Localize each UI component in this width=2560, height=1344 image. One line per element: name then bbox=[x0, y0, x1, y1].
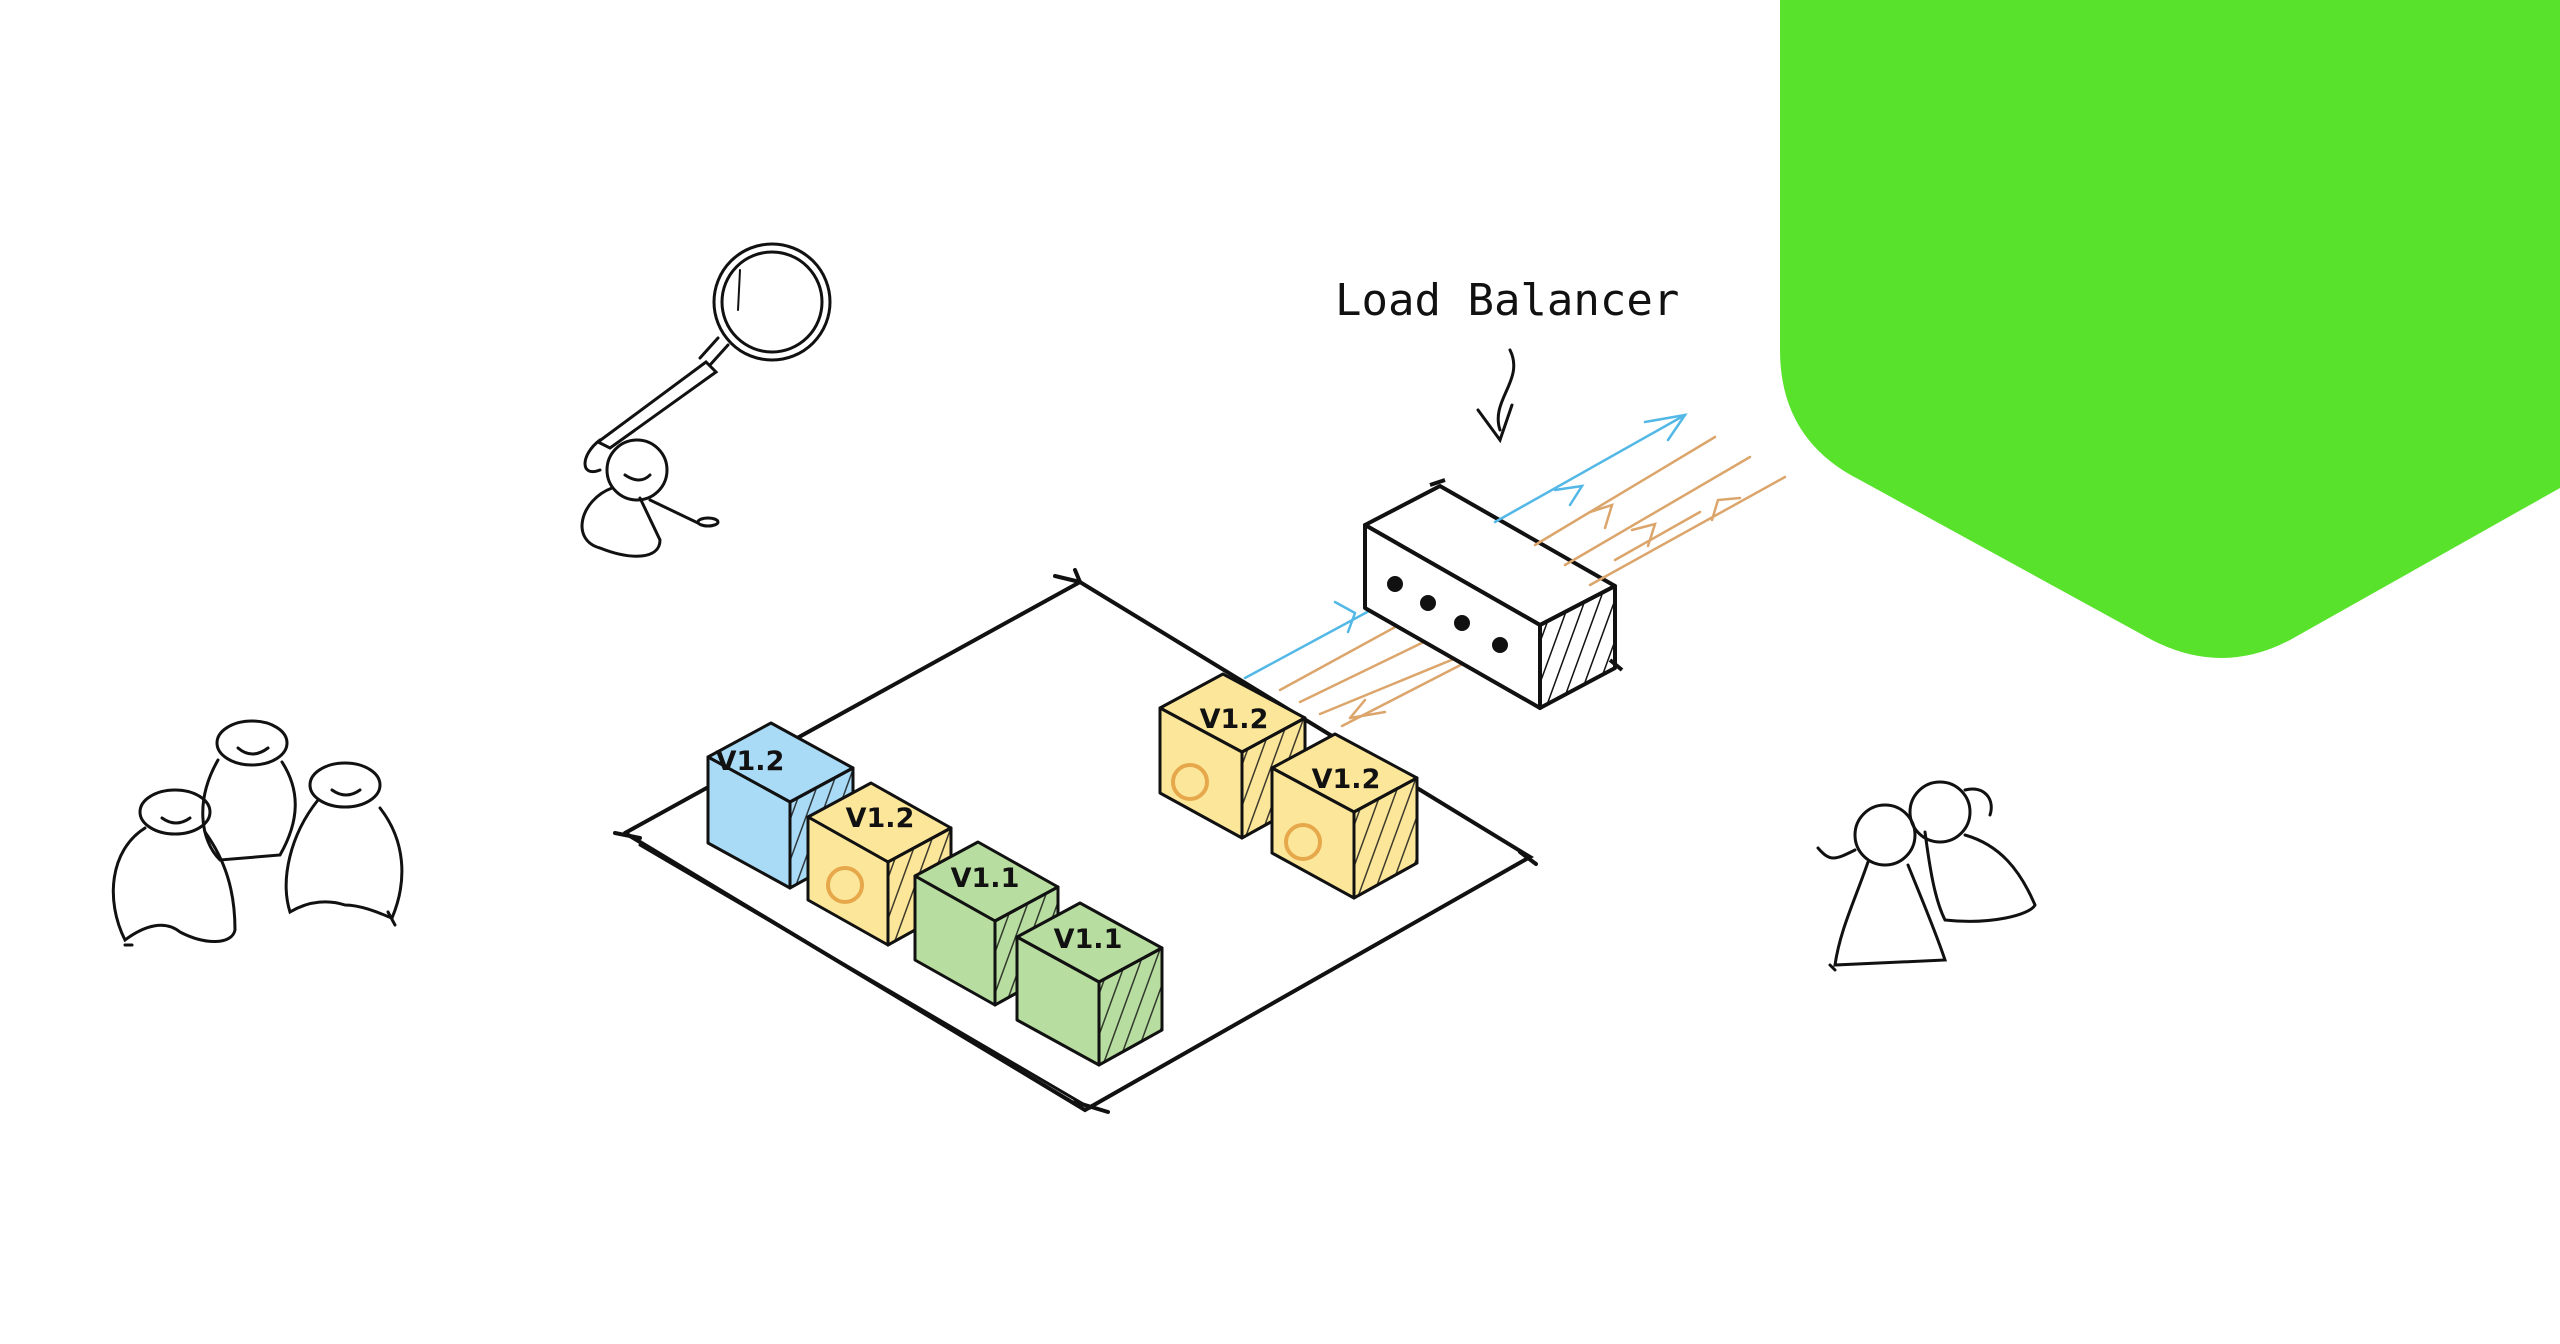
power-icon bbox=[826, 866, 864, 904]
box-label: V1.2 bbox=[846, 803, 915, 834]
team-group-icon bbox=[111, 719, 404, 947]
box-label: V1.1 bbox=[951, 863, 1020, 894]
power-icon bbox=[1171, 763, 1209, 801]
box-label: V1.1 bbox=[1054, 924, 1123, 955]
pair-people-icon bbox=[1816, 780, 2037, 972]
label-arrow bbox=[1476, 348, 1516, 444]
box-label: V1.2 bbox=[1200, 704, 1269, 735]
instance-box-green: V1.1 bbox=[1015, 901, 1164, 1067]
box-label: V1.2 bbox=[1312, 764, 1381, 795]
load-balancer-label: Load Balancer bbox=[1335, 275, 1679, 326]
instance-box-yellow: V1.2 bbox=[1270, 732, 1419, 900]
magnifier-person-icon bbox=[580, 242, 832, 558]
green-hexagon-shape bbox=[1780, 0, 2560, 658]
load-balancer bbox=[1363, 478, 1624, 710]
incoming-traffic bbox=[1493, 413, 1787, 587]
instance-box-yellow: V1.2 bbox=[1158, 672, 1307, 840]
platform bbox=[613, 568, 1538, 1114]
box-label: V1.2 bbox=[716, 746, 785, 777]
power-icon bbox=[1284, 823, 1322, 861]
